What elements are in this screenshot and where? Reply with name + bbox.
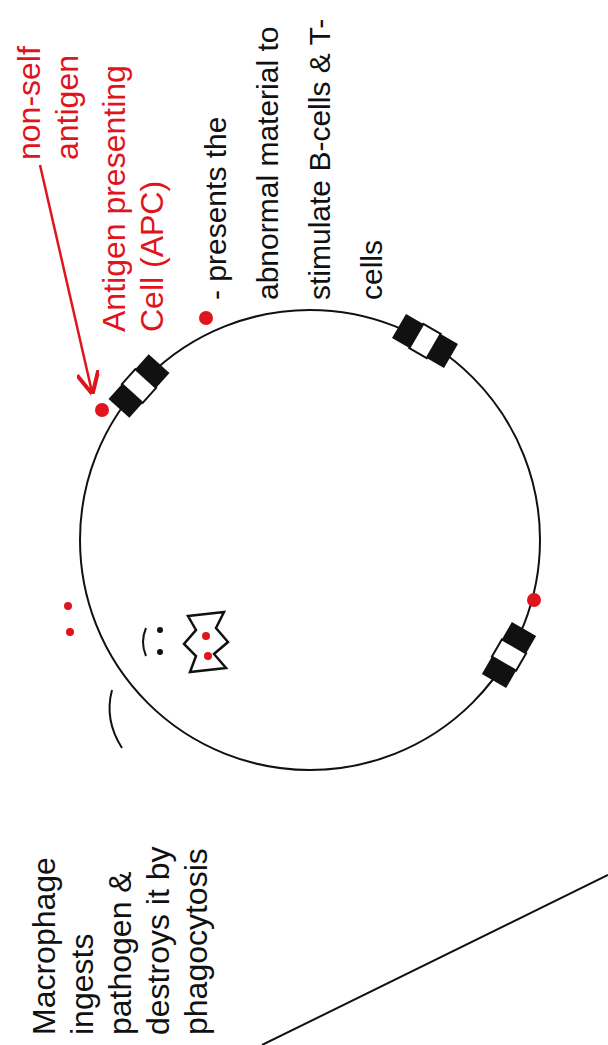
leader-arrow bbox=[40, 165, 92, 392]
antigen-dot bbox=[95, 403, 109, 417]
pathogen-dot bbox=[66, 628, 74, 636]
antigen-dot bbox=[199, 311, 213, 325]
page-line bbox=[262, 875, 608, 1045]
process-note: Macrophage ingests pathogen & destroys i… bbox=[25, 820, 215, 1035]
receptor-symbol bbox=[392, 314, 458, 368]
cell-membrane bbox=[80, 310, 540, 770]
membrane-fold bbox=[110, 690, 122, 748]
pathogen-symbol bbox=[143, 612, 228, 672]
antigen-dot bbox=[527, 593, 541, 607]
receptor-symbol bbox=[109, 354, 170, 417]
receptor-symbol bbox=[482, 622, 536, 688]
pathogen-dot bbox=[64, 602, 72, 610]
function-note: - presents the abnormal material to stim… bbox=[190, 8, 398, 300]
cell-label: Antigen presenting Cell (APC) bbox=[95, 10, 171, 332]
antigen-label: non-self antigen bbox=[10, 10, 86, 160]
